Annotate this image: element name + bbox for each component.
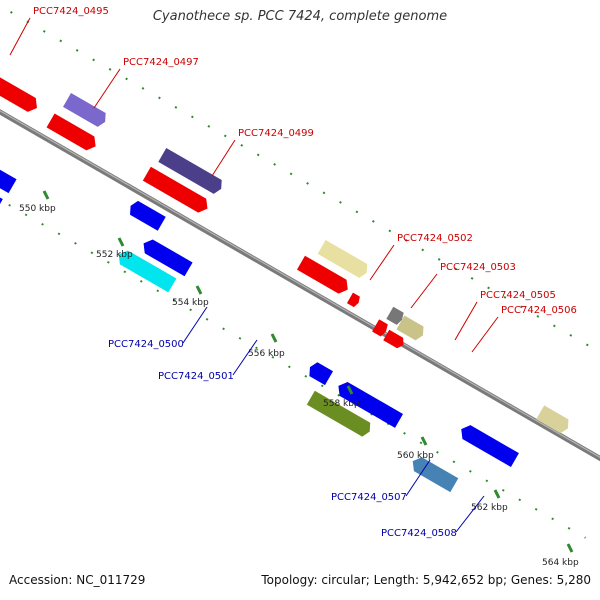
scale-tick <box>270 333 278 343</box>
scale-tick <box>42 190 50 200</box>
gene-label-leader <box>211 139 236 177</box>
gene-arrow[interactable] <box>409 454 459 493</box>
gene-arrow[interactable] <box>334 379 404 428</box>
scale-tick <box>195 285 203 295</box>
gene-label-leader <box>410 273 438 309</box>
gene-arrow[interactable] <box>140 236 193 277</box>
scale-label: 556 kbp <box>248 349 285 359</box>
gene-label-leader <box>93 68 121 109</box>
gene-label[interactable]: PCC7424_0495 <box>33 6 109 17</box>
gene-arrow[interactable] <box>158 147 225 196</box>
scale-tick <box>420 436 428 446</box>
gene-arrow[interactable] <box>536 405 572 435</box>
scale-label: 558 kbp <box>323 399 360 409</box>
gene-label[interactable]: PCC7424_0507 <box>331 492 407 503</box>
track-guide-inner <box>0 146 587 539</box>
gene-label[interactable]: PCC7424_0503 <box>440 262 516 273</box>
gene-label-leader <box>232 339 258 376</box>
gene-arrow[interactable] <box>142 166 212 216</box>
gene-arrow[interactable] <box>383 329 406 350</box>
scale-label: 554 kbp <box>172 298 209 308</box>
gene-arrow[interactable] <box>0 150 17 194</box>
gene-arrow[interactable] <box>346 292 362 308</box>
gene-arrow[interactable] <box>63 92 109 129</box>
gene-label[interactable]: PCC7424_0499 <box>238 128 314 139</box>
scale-tick <box>346 385 354 395</box>
gene-arrow[interactable] <box>115 247 177 293</box>
gene-arrow[interactable] <box>46 113 100 153</box>
gene-arrow[interactable] <box>0 76 41 115</box>
gene-label[interactable]: PCC7424_0501 <box>158 371 234 382</box>
gene-label[interactable]: PCC7424_0502 <box>397 233 473 244</box>
gene-label[interactable]: PCC7424_0505 <box>480 290 556 301</box>
scale-tick <box>117 237 125 247</box>
scale-label: 552 kbp <box>96 250 133 260</box>
accession-label: Accession: NC_011729 <box>9 573 146 587</box>
gene-label-leader <box>454 301 478 341</box>
gene-label-leader <box>405 459 431 497</box>
gene-label[interactable]: PCC7424_0497 <box>123 57 199 68</box>
gene-label-leader <box>369 244 395 281</box>
track-guide-outer <box>0 1 600 394</box>
gene-arrow[interactable] <box>306 390 374 439</box>
gene-arrow[interactable] <box>317 239 371 280</box>
gene-label[interactable]: PCC7424_0508 <box>381 528 457 539</box>
scale-tick <box>493 489 501 499</box>
gene-label-leader <box>9 17 31 56</box>
scale-label: 564 kbp <box>542 558 579 568</box>
gene-label-leader <box>471 316 499 353</box>
scale-label: 562 kbp <box>471 503 508 513</box>
scale-label: 560 kbp <box>397 451 434 461</box>
gene-arrow[interactable] <box>396 315 427 342</box>
gene-arrow[interactable] <box>127 199 166 231</box>
genome-summary: Topology: circular; Length: 5,942,652 bp… <box>261 573 591 587</box>
scale-tick <box>566 543 574 553</box>
map-title: Cyanothece sp. PCC 7424, complete genome <box>152 9 448 24</box>
genome-backbone-highlight <box>0 80 600 472</box>
gene-arrow[interactable] <box>296 255 352 297</box>
gene-label[interactable]: PCC7424_0500 <box>108 339 184 350</box>
gene-label-leader <box>455 495 485 533</box>
gene-arrow[interactable] <box>386 306 405 326</box>
gene-arrow[interactable] <box>306 360 333 386</box>
genome-backbone <box>0 79 600 475</box>
scale-label: 550 kbp <box>19 204 56 214</box>
gene-arrow[interactable] <box>457 422 519 468</box>
gene-label[interactable]: PCC7424_0506 <box>501 305 577 316</box>
gene-arrow[interactable] <box>372 319 389 337</box>
gene-label-leader <box>182 306 208 344</box>
